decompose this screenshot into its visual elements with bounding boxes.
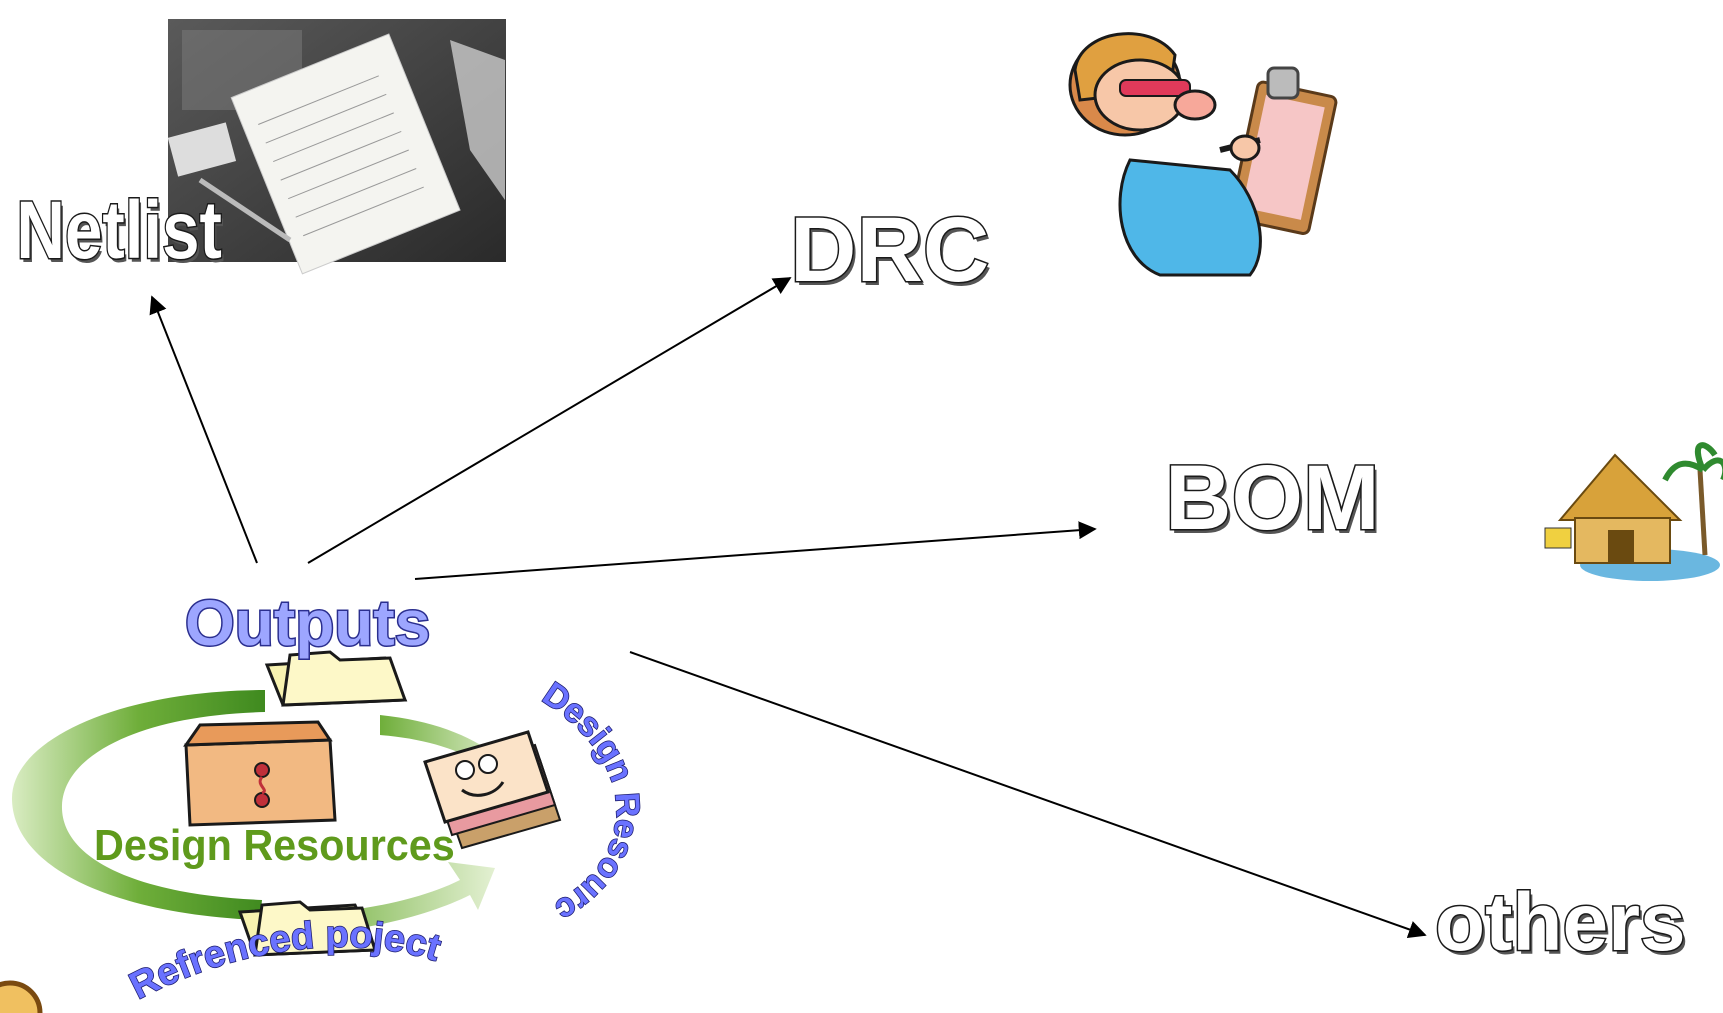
svg-text:BOM: BOM [1165,447,1380,549]
smiling-mail-stack-icon [423,730,562,850]
arrow-to-others [629,651,1427,939]
svg-text:DRC: DRC [793,203,992,305]
bom-label: BOM BOM [1164,446,1383,554]
svg-text:BOM: BOM [1168,451,1383,553]
design-resources-label: Design Resources [94,821,455,870]
tied-envelope-icon [183,720,337,827]
netlist-label: Netlist Netlist [15,182,224,280]
beach-hut-icon [1544,442,1723,581]
corner-badge-icon [0,980,43,1013]
svg-text:Netlist: Netlist [16,184,221,276]
referenced-project-label: Refrenced poject [123,914,446,1008]
checklist-notepad-photo-icon [167,19,506,275]
arrow-to-drc [307,277,792,564]
folder-icon-bottom [237,900,378,957]
arrow-to-netlist [149,295,258,564]
arrow-to-bom [414,521,1097,580]
others-label: others others [1434,876,1689,973]
svg-text:others: others [1438,881,1689,972]
drc-label: DRC DRC [789,198,993,306]
cartoon-inspector-clipboard-icon [1068,32,1338,277]
outputs-label: Outputs [184,586,432,661]
folder-icon [264,650,408,707]
svg-text:Outputs: Outputs [185,587,430,659]
svg-text:Netlist: Netlist [19,188,224,280]
svg-text:DRC: DRC [790,199,989,301]
svg-text:others: others [1435,877,1686,968]
arrows [149,277,1427,939]
